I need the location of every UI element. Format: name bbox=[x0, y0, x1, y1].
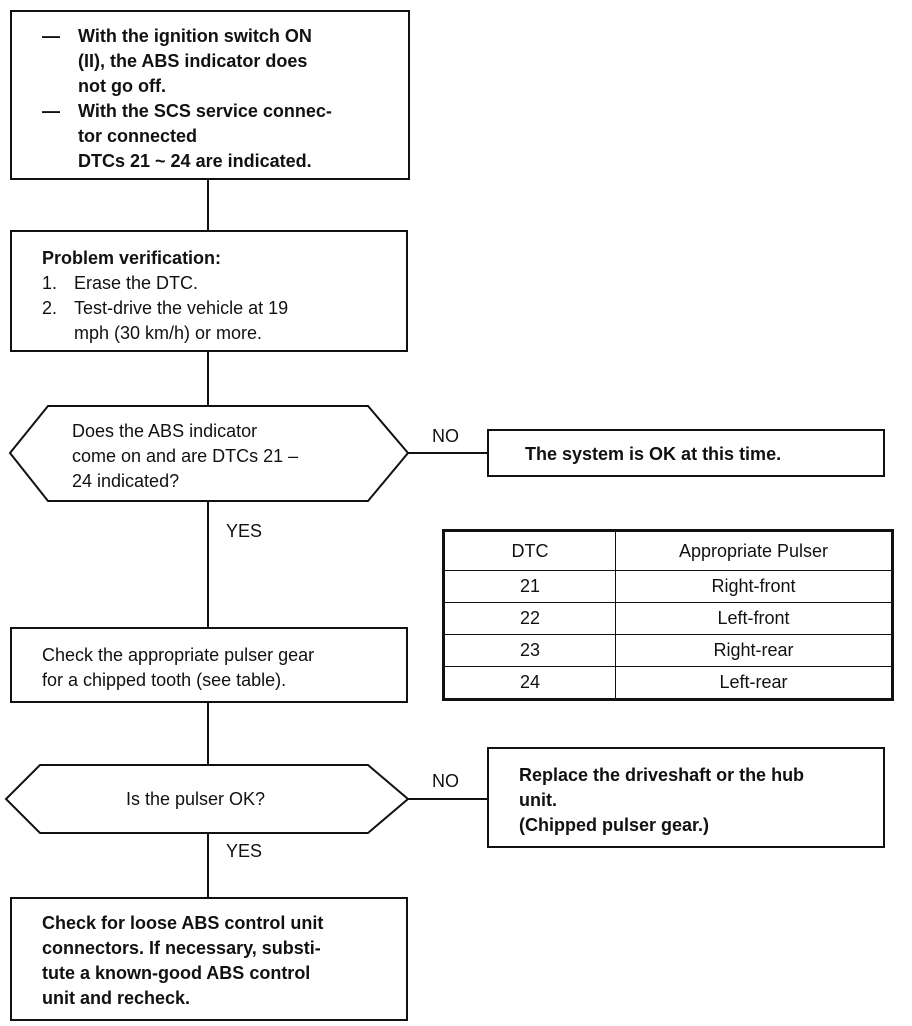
table-cell-dtc: 24 bbox=[443, 665, 616, 701]
start-line-1: With the ignition switch ON bbox=[78, 26, 312, 46]
verification-step-1: Erase the DTC. bbox=[74, 273, 199, 293]
decision2-no-label: NO bbox=[432, 771, 459, 791]
table-cell-pulser: Right-front bbox=[615, 570, 893, 603]
replace-driveshaft-box: Replace the driveshaft or the hub unit. … bbox=[487, 747, 885, 848]
start-dash-2: — bbox=[42, 101, 60, 121]
final-line-3: tute a known-good ABS control bbox=[42, 963, 311, 983]
table-cell-dtc: 21 bbox=[443, 570, 616, 603]
table-header-dtc: DTC bbox=[443, 530, 616, 571]
verification-step-2-number: 2. bbox=[42, 298, 58, 318]
start-line-3: not go off. bbox=[78, 76, 166, 96]
table-cell-dtc: 23 bbox=[443, 633, 616, 667]
verification-step-2-line-1: Test-drive the vehicle at 19 bbox=[74, 298, 289, 318]
table-cell-pulser: Left-rear bbox=[615, 665, 893, 701]
decision1-line-2: come on and are DTCs 21 – bbox=[72, 446, 299, 466]
decision1-line-1: Does the ABS indicator bbox=[72, 421, 258, 441]
table-header-row: DTC Appropriate Pulser bbox=[443, 530, 893, 571]
check-gear-line-1: Check the appropriate pulser gear bbox=[42, 645, 315, 665]
table-header-pulser: Appropriate Pulser bbox=[615, 530, 893, 571]
start-line-4: With the SCS service connec- bbox=[78, 101, 332, 121]
verification-step-1-number: 1. bbox=[42, 273, 58, 293]
table-row: 23 Right-rear bbox=[443, 633, 893, 667]
replace-line-1: Replace the driveshaft or the hub bbox=[519, 765, 805, 785]
verification-step-2-line-2: mph (30 km/h) or more. bbox=[74, 323, 263, 343]
check-pulser-gear-box: Check the appropriate pulser gear for a … bbox=[10, 627, 408, 703]
table-cell-dtc: 22 bbox=[443, 601, 616, 635]
table-row: 22 Left-front bbox=[443, 601, 893, 635]
replace-line-2: unit. bbox=[519, 790, 557, 810]
decision1-no-label: NO bbox=[432, 426, 459, 446]
final-line-2: connectors. If necessary, substi- bbox=[42, 938, 321, 958]
start-dash-1: — bbox=[42, 26, 60, 46]
decision2-shape bbox=[4, 764, 410, 834]
final-line-4: unit and recheck. bbox=[42, 988, 191, 1008]
decision2-text: Is the pulser OK? bbox=[126, 789, 266, 809]
table-cell-pulser: Left-front bbox=[615, 601, 893, 635]
system-ok-box: The system is OK at this time. bbox=[487, 429, 885, 477]
decision1-yes-label: YES bbox=[226, 521, 263, 541]
final-check-box: Check for loose ABS control unit connect… bbox=[10, 897, 408, 1021]
decision1-line-3: 24 indicated? bbox=[72, 471, 180, 491]
start-line-2: (II), the ABS indicator does bbox=[78, 51, 308, 71]
final-line-1: Check for loose ABS control unit bbox=[42, 913, 324, 933]
table-row: 24 Left-rear bbox=[443, 665, 893, 701]
decision2-yes-label: YES bbox=[226, 841, 263, 861]
problem-verification-box: Problem verification: 1. Erase the DTC. … bbox=[10, 230, 408, 352]
table-row: 21 Right-front bbox=[443, 570, 893, 603]
replace-line-3: (Chipped pulser gear.) bbox=[519, 815, 710, 835]
decision1-shape bbox=[8, 405, 410, 502]
table-cell-pulser: Right-rear bbox=[615, 633, 893, 667]
start-line-6: DTCs 21 ~ 24 are indicated. bbox=[78, 151, 312, 171]
pulser-table: DTC Appropriate Pulser 21 Right-front 22… bbox=[442, 529, 894, 701]
start-condition-box: — With the ignition switch ON (II), the … bbox=[10, 10, 410, 180]
system-ok-text: The system is OK at this time. bbox=[525, 444, 782, 464]
start-line-5: tor connected bbox=[78, 126, 198, 146]
verification-heading: Problem verification: bbox=[42, 248, 222, 268]
check-gear-line-2: for a chipped tooth (see table). bbox=[42, 670, 287, 690]
